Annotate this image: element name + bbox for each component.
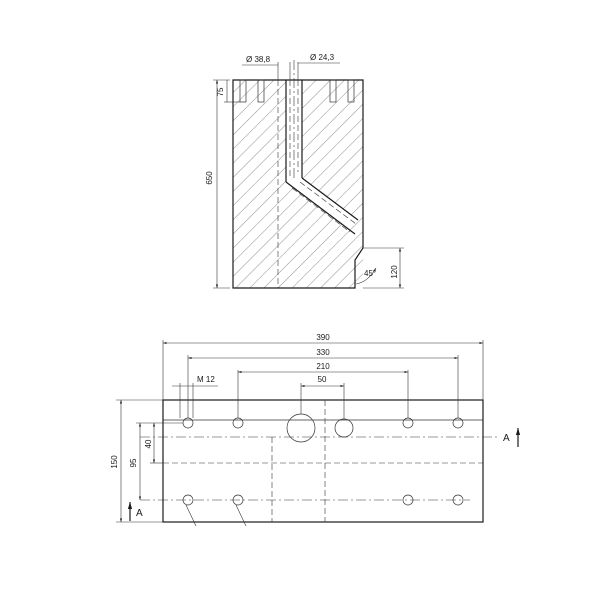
svg-text:A: A: [503, 433, 510, 444]
plan-hole-b3: [402, 494, 414, 506]
plan-view: 390 330 210 50 M 12 150 95 40 A A: [110, 333, 521, 527]
plan-hole-t1: [182, 417, 194, 429]
bolt-hole-4: [347, 79, 355, 103]
bolt-hole-1: [239, 79, 247, 103]
bolt-hole-2: [257, 79, 265, 103]
plan-outline: [162, 399, 484, 523]
dim-side-top: 75: [216, 87, 225, 96]
svg-text:A: A: [136, 508, 143, 519]
plan-hole-b4: [452, 494, 464, 506]
dim-plan-390: 390: [316, 333, 330, 342]
section-marker-right: A: [503, 428, 521, 447]
plan-hole-b2: [232, 494, 244, 506]
dim-plan-95: 95: [129, 458, 138, 467]
plan-hole-b1: [182, 494, 194, 506]
dim-plan-210: 210: [316, 362, 330, 371]
dim-plan-330: 330: [316, 348, 330, 357]
plan-hole-t2: [232, 417, 244, 429]
dim-angle: 45°: [364, 269, 376, 278]
dim-hole-small: Ø 24,3: [310, 53, 335, 62]
dim-side-height: 650: [205, 171, 214, 185]
bolt-hole-3: [329, 79, 337, 103]
section-marker-left: A: [127, 502, 143, 521]
dim-plan-40: 40: [144, 439, 153, 448]
dim-hole-large: Ø 38,8: [246, 55, 271, 64]
dim-side-bottom: 120: [390, 265, 399, 279]
dim-plan-50: 50: [318, 375, 327, 384]
dim-plan-150: 150: [110, 455, 119, 469]
plan-hole-small: [334, 418, 354, 438]
side-view: 650 75 Ø 38,8 Ø 24,3 120 45°: [205, 53, 404, 289]
plan-hole-large: [286, 413, 316, 443]
channel-cutout: [286, 80, 358, 230]
side-outline: [232, 79, 364, 289]
plan-hole-t3: [402, 417, 414, 429]
dim-plan-thread: M 12: [197, 375, 215, 384]
plan-hole-t4: [452, 417, 464, 429]
